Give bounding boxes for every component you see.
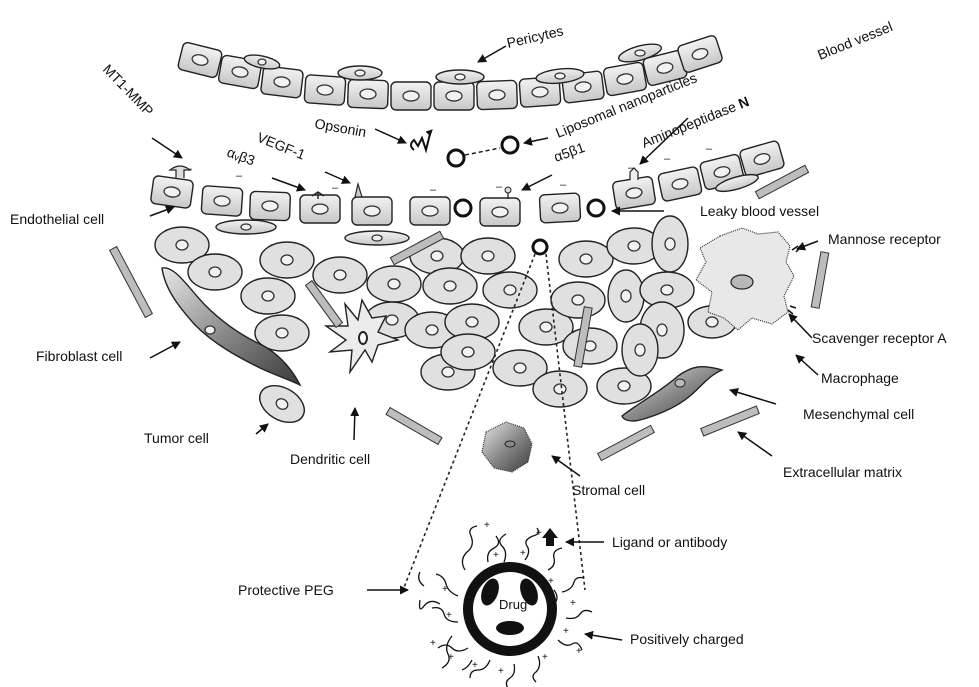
drug-label: Drug [499,597,527,612]
mesenchymal-cell-label: Mesenchymal cell [803,406,914,422]
svg-text:+: + [570,598,576,609]
protective-peg-label: Protective PEG [238,582,334,598]
svg-text:+: + [563,626,569,637]
pericyte-cell [436,70,484,84]
opsonin-label: Opsonin [313,115,367,140]
svg-text:+: + [520,548,526,559]
svg-text:–: – [430,184,437,196]
vegf1-label: VEGF-1 [255,129,308,163]
tumor-cell [253,378,311,430]
svg-text:+: + [430,638,436,649]
svg-text:+: + [442,584,448,595]
blood-vessel-label: Blood vessel [815,18,895,63]
endothelial-cell-label: Endothelial cell [10,211,104,227]
leaky-blood-vessel-label: Leaky blood vessel [700,203,819,219]
svg-text:–: – [664,153,671,165]
stromal-cell [482,422,532,472]
svg-text:+: + [446,610,452,621]
ligand-or-antibody-label: Ligand or antibody [612,534,727,550]
integrin-avb3-label: αᵥβ3 [225,144,257,169]
svg-text:–: – [496,181,503,193]
liposomal-nanoparticle-group [411,130,518,166]
svg-text:–: – [236,170,243,182]
svg-text:–: – [706,143,713,155]
vegf1-receptor [355,184,362,197]
scavenger-receptor-a-label: Scavenger receptor A [812,330,947,346]
svg-text:+: + [448,652,454,663]
tumor-cell-label: Tumor cell [144,430,209,446]
svg-text:+: + [536,528,542,539]
svg-text:+: + [576,646,582,657]
fibroblast-cell-label: Fibroblast cell [36,348,122,364]
aminopeptidase-label: Aminopeptidase N [639,93,751,151]
extracellular-matrix-label: Extracellular matrix [783,464,902,480]
mt1-mmp-label: MT1-MMP [100,61,157,119]
svg-text:+: + [484,520,490,531]
svg-text:+: + [498,666,504,677]
positively-charged-label: Positively charged [630,631,744,647]
macrophage-label: Macrophage [821,370,899,386]
stromal-cell-label: Stromal cell [572,482,645,498]
dendritic-cell-label: Dendritic cell [290,451,370,467]
svg-text:+: + [542,652,548,663]
pericytes-label: Pericytes [505,22,565,51]
mannose-receptor-label: Mannose receptor [828,231,941,247]
integrin-a5b1-label: α5β1 [552,139,587,165]
svg-text:–: – [332,182,339,194]
svg-text:+: + [472,660,478,671]
pericyte-cell [338,66,382,80]
integrin-a5b1-receptor [505,187,511,199]
nanoparticle-detail: +++ +++ +++ +++ +++ + Drug [419,520,592,687]
svg-text:+: + [493,550,499,561]
svg-text:–: – [560,179,567,191]
